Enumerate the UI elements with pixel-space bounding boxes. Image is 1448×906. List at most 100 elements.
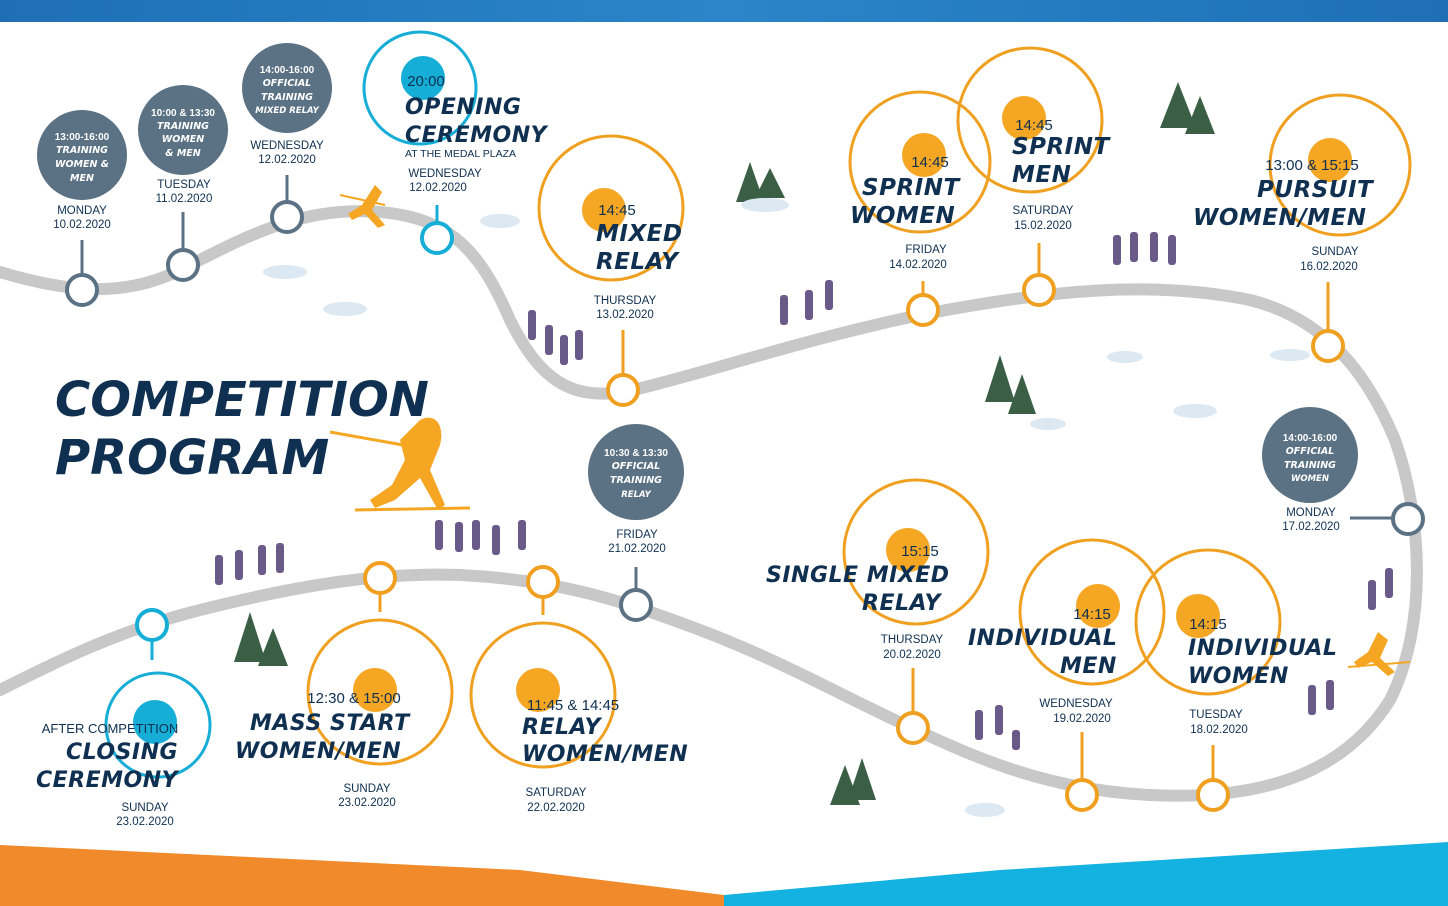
event-dot (353, 668, 397, 712)
event-title: SPRINT (862, 175, 961, 201)
event-individual-women: 14:15 INDIVIDUAL WOMEN TUESDAY 18.02.202… (1134, 548, 1337, 812)
bubble-line: WOMEN (1291, 474, 1329, 484)
spectators (215, 232, 1393, 750)
bubble-line: RELAY (621, 490, 651, 500)
event-dot (1308, 138, 1352, 182)
event-dot (886, 528, 930, 572)
bubble-line: & MEN (165, 148, 201, 159)
bubble-time: 14:00-16:00 (260, 65, 315, 76)
track-node[interactable] (526, 565, 560, 599)
event-time: 15:15 (901, 543, 939, 560)
event-date: 17.02.2020 (1282, 521, 1340, 533)
training-bubble (138, 85, 228, 175)
event-venue: AT THE MEDAL PLAZA (405, 148, 516, 160)
tree-group-4 (234, 612, 288, 666)
bubble-line: WOMEN (162, 134, 204, 145)
event-title: WOMEN (850, 203, 955, 229)
training-bubble (37, 110, 127, 200)
event-date: 11.02.2020 (156, 193, 213, 205)
event-title: MIXED (596, 221, 682, 247)
event-day: SUNDAY (343, 783, 390, 795)
event-date: 12.02.2020 (409, 182, 467, 194)
event-day: WEDNESDAY (250, 140, 324, 152)
bubble-line: OFFICIAL (612, 461, 661, 472)
event-ring (1268, 93, 1412, 237)
track-node[interactable] (166, 248, 200, 282)
track-node[interactable] (1391, 502, 1425, 536)
event-title: WOMEN/MEN (1193, 205, 1367, 231)
track-node[interactable] (1022, 273, 1056, 307)
track-node[interactable] (420, 221, 454, 255)
event-time: 12:30 & 15:00 (307, 690, 400, 707)
event-date: 15.02.2020 (1014, 220, 1072, 232)
training-mon-10: 13:00-16:00 TRAINING WOMEN & MEN MONDAY … (37, 110, 127, 307)
track-node[interactable] (270, 200, 304, 234)
event-title: CLOSING (66, 740, 178, 765)
event-dot (1076, 584, 1120, 628)
event-date: 23.02.2020 (116, 816, 174, 828)
event-time: 14:45 (911, 154, 949, 171)
event-mixed-relay: 14:45 MIXED RELAY THURSDAY 13.02.2020 (537, 134, 685, 407)
track-node[interactable] (896, 711, 930, 745)
event-day: TUESDAY (157, 179, 211, 191)
event-time: 20:00 (407, 73, 445, 90)
tree-group-2 (1160, 82, 1215, 134)
biathlete-figure (329, 417, 471, 512)
track-node[interactable] (1065, 778, 1099, 812)
track-node[interactable] (1196, 778, 1230, 812)
top-banner-bar (0, 0, 1448, 22)
training-bubble (588, 424, 684, 520)
event-date: 14.02.2020 (889, 259, 947, 271)
track-node[interactable] (65, 273, 99, 307)
tree-group-5 (830, 758, 876, 805)
event-time: 11:45 & 14:45 (527, 697, 619, 714)
bubble-line: OFFICIAL (263, 78, 312, 89)
event-day: TUESDAY (1189, 709, 1243, 721)
event-sprint-women: 14:45 SPRINT WOMEN FRIDAY 14.02.2020 (848, 90, 992, 327)
event-date: 19.02.2020 (1053, 713, 1111, 725)
event-dot (582, 188, 626, 232)
event-dot (1176, 594, 1220, 638)
event-title: CEREMONY (405, 123, 549, 148)
bubble-line: TRAINING (610, 475, 662, 486)
tree-group-3 (985, 355, 1036, 414)
event-day: FRIDAY (616, 529, 658, 541)
event-day: THURSDAY (881, 634, 944, 646)
bubble-line: TRAINING (261, 92, 313, 103)
bubble-line: MEN (70, 173, 94, 184)
event-time: 14:45 (1015, 117, 1053, 134)
event-date: 12.02.2020 (258, 154, 316, 166)
event-day: WEDNESDAY (408, 168, 482, 180)
track-node[interactable] (619, 588, 653, 622)
event-date: 10.02.2020 (53, 219, 111, 231)
title-line-1: COMPETITION (55, 372, 429, 428)
event-ring (306, 618, 454, 766)
event-title: WOMEN (1188, 664, 1289, 689)
event-date: 18.02.2020 (1190, 724, 1248, 736)
track-node[interactable] (906, 293, 940, 327)
bubble-line: WOMEN & (55, 159, 109, 170)
event-title: RELAY (522, 715, 602, 740)
event-time: 13:00 & 15:15 (1265, 157, 1358, 174)
track-node[interactable] (135, 608, 169, 642)
ceremony-dot (401, 56, 445, 100)
event-pursuit: 13:00 & 15:15 PURSUIT WOMEN/MEN SUNDAY 1… (1193, 93, 1412, 363)
training-bubble (242, 43, 332, 133)
bubble-line: MIXED RELAY (255, 106, 319, 116)
event-single-mixed-relay: 15:15 SINGLE MIXED RELAY THURSDAY 20.02.… (766, 478, 990, 745)
event-title: WOMEN/MEN (522, 742, 688, 767)
training-bubble (1262, 407, 1358, 503)
event-title: MEN (1060, 654, 1117, 679)
track-node[interactable] (1311, 329, 1345, 363)
event-dot (1002, 96, 1046, 140)
event-title: WOMEN/MEN (235, 739, 401, 764)
event-ring (537, 134, 685, 282)
training-wed-12: 14:00-16:00 OFFICIAL TRAINING MIXED RELA… (242, 43, 332, 234)
bottom-cyan-band (724, 842, 1448, 906)
event-ring (469, 621, 617, 769)
track-node[interactable] (606, 373, 640, 407)
event-title: SPRINT (1012, 134, 1111, 160)
event-title: SINGLE MIXED (766, 563, 950, 588)
track-node[interactable] (363, 561, 397, 595)
